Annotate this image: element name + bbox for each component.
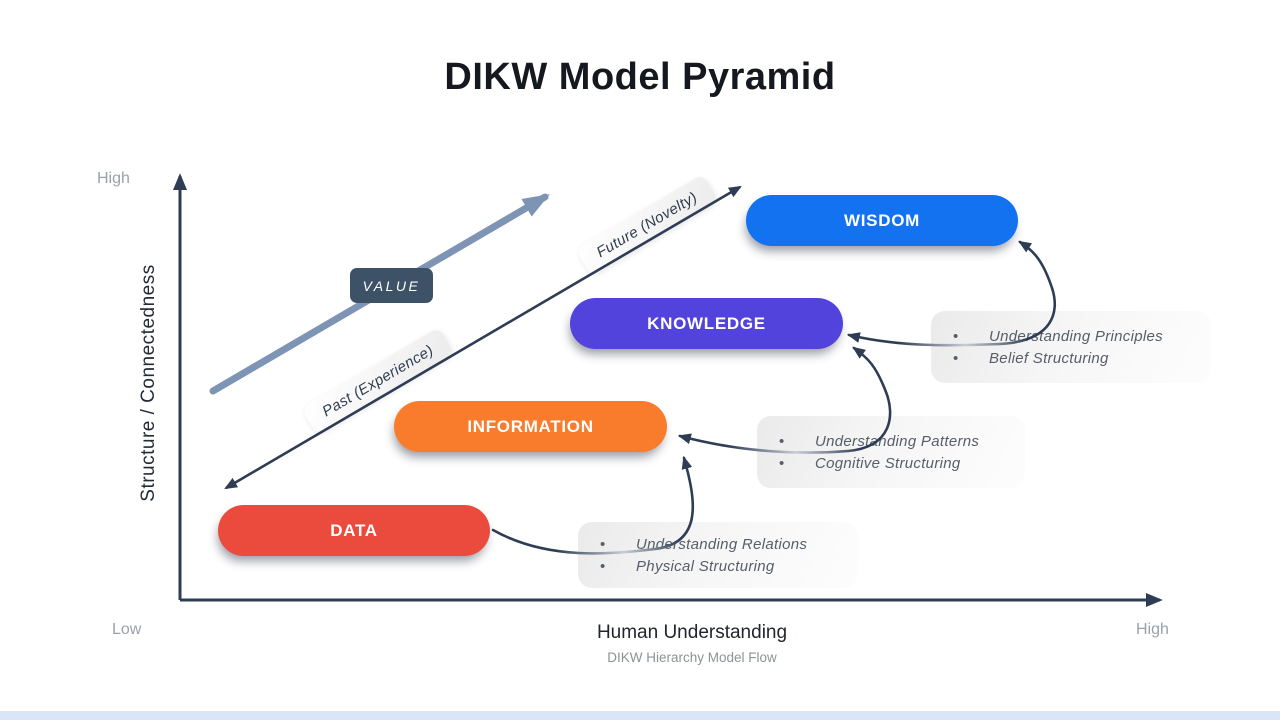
annotation-box-principles: • Understanding Principles • Belief Stru… bbox=[931, 311, 1211, 383]
level-label-knowledge: KNOWLEDGE bbox=[647, 313, 766, 333]
level-label-wisdom: WISDOM bbox=[844, 210, 920, 230]
annotation-box-relations: • Understanding Relations • Physical Str… bbox=[578, 522, 858, 588]
x-axis-title: Human Understanding bbox=[596, 622, 788, 643]
annotation-text: Physical Structuring bbox=[636, 557, 775, 575]
bullet-icon: • bbox=[600, 535, 606, 553]
timeline-future-badge: Future (Novelty) bbox=[575, 174, 719, 276]
annotation-text: Belief Structuring bbox=[989, 349, 1109, 367]
annotation-text: Understanding Relations bbox=[636, 535, 808, 553]
annotation-line: • Understanding Principles bbox=[931, 328, 1211, 345]
x-axis-high-label: High bbox=[1136, 621, 1169, 638]
annotation-text: Understanding Principles bbox=[989, 327, 1163, 345]
annotation-text: Understanding Patterns bbox=[815, 432, 980, 450]
value-badge: VALUE bbox=[350, 268, 433, 303]
annotation-line: • Understanding Patterns bbox=[757, 433, 1025, 450]
diagram-title: DIKW Model Pyramid bbox=[444, 56, 836, 98]
level-pill-data: DATA bbox=[218, 505, 490, 556]
bottom-accent-bar bbox=[0, 711, 1280, 720]
level-label-data: DATA bbox=[330, 520, 378, 540]
bullet-icon: • bbox=[600, 557, 606, 575]
annotation-line: • Belief Structuring bbox=[931, 350, 1211, 367]
y-axis-title: Structure / Connectedness bbox=[138, 264, 159, 502]
y-axis-high-label: High bbox=[97, 170, 130, 187]
annotation-line: • Cognitive Structuring bbox=[757, 455, 1025, 472]
bullet-icon: • bbox=[953, 327, 959, 345]
annotation-line: • Physical Structuring bbox=[578, 558, 858, 575]
x-axis-subtitle: DIKW Hierarchy Model Flow bbox=[607, 650, 777, 665]
bullet-icon: • bbox=[779, 454, 785, 472]
level-pill-knowledge: KNOWLEDGE bbox=[570, 298, 843, 349]
annotation-box-patterns: • Understanding Patterns • Cognitive Str… bbox=[757, 416, 1025, 488]
bullet-icon: • bbox=[779, 432, 785, 450]
level-pill-information: INFORMATION bbox=[394, 401, 667, 452]
annotation-line: • Understanding Relations bbox=[578, 536, 858, 553]
annotation-text: Cognitive Structuring bbox=[815, 454, 961, 472]
level-label-information: INFORMATION bbox=[467, 416, 594, 436]
y-axis-low-label: Low bbox=[112, 621, 142, 638]
level-pill-wisdom: WISDOM bbox=[746, 195, 1018, 246]
bullet-icon: • bbox=[953, 349, 959, 367]
